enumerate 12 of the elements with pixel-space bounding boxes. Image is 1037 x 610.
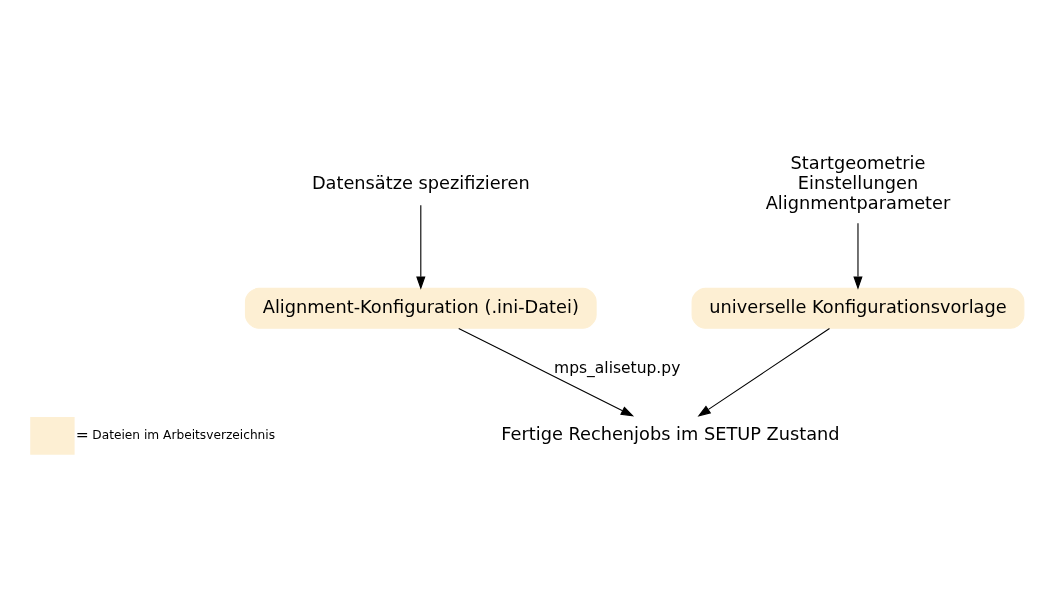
arrow [697,327,830,417]
node-box: universelle Konfigurationsvorlage [691,287,1024,329]
legend-label: Dateien im Arbeitsverzeichnis [91,428,275,443]
node-text: Datensätze spezifizieren [311,173,530,194]
label: = [75,426,89,445]
arrow [457,327,634,417]
node-box: Alignment-Konfiguration (.ini-Datei) [244,287,597,329]
edge-label: mps_alisetup.py [553,358,680,377]
arrow [415,204,425,290]
node-text: Fertige Rechenjobs im SETUP Zustand [500,424,840,445]
arrow [852,222,863,290]
node-text: Startgeometrie Einstellungen Alignmentparameter [765,153,950,214]
